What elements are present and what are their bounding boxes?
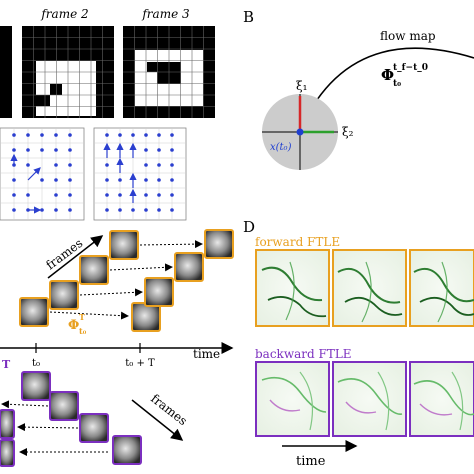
frame-thumbnail xyxy=(112,435,142,465)
frames-arrow-top xyxy=(47,235,104,279)
frame-thumbnail xyxy=(19,297,49,327)
base-point xyxy=(296,128,304,136)
frame-thumbnail xyxy=(21,371,51,401)
panel-b-letter: B xyxy=(243,8,254,26)
ftle-frame xyxy=(409,249,474,327)
frame-thumbnail xyxy=(49,391,79,421)
frame-thumbnail xyxy=(49,280,79,310)
xi1-label: ξ₁ xyxy=(296,79,307,93)
svg-text:T: T xyxy=(79,312,85,322)
ftle-frame xyxy=(332,249,407,327)
panel-b: B flow map Φ t_f−t_0 t₀ ξ₁ ξ₂ x(t₀) xyxy=(243,8,474,170)
svg-text:Φ: Φ xyxy=(381,66,394,84)
frame-stack-top xyxy=(19,229,234,332)
vector-field-right xyxy=(93,127,187,221)
tick-t0T-label: t₀ + T xyxy=(125,358,155,369)
xi2-label: ξ₂ xyxy=(342,125,354,139)
frames-label-bottom: frames xyxy=(148,391,190,428)
time-axis-label: time xyxy=(193,347,220,361)
flow-map-label: flow map xyxy=(380,29,436,43)
frame-3-label: frame 3 xyxy=(141,7,190,21)
svg-text:t₀: t₀ xyxy=(393,79,401,89)
frame-thumbnail xyxy=(109,230,139,260)
frame-thumbnail xyxy=(79,413,109,443)
vector-arrows xyxy=(103,142,137,203)
backward-ftle-label: backward FTLE xyxy=(255,347,352,361)
panel-a: frame 2 frame 3 xyxy=(0,7,215,221)
ftle-frame xyxy=(332,361,407,437)
svg-text:Φ: Φ xyxy=(68,318,79,333)
svg-text:t_f−t_0: t_f−t_0 xyxy=(393,63,428,73)
phi-T-operator: Φ T t₀ xyxy=(68,312,87,336)
frames-arrow-bottom xyxy=(131,399,184,441)
forward-ftle-label: forward FTLE xyxy=(255,235,340,249)
frame-thumbnail xyxy=(79,255,109,285)
frame-stack-bottom xyxy=(0,371,142,467)
vector-dots xyxy=(12,133,72,212)
ftle-frame xyxy=(255,249,330,327)
panel-d: D forward FTLE backward FTLE xyxy=(243,218,474,469)
svg-text:t₀: t₀ xyxy=(79,326,87,336)
vector-arrows xyxy=(10,153,42,214)
frame-2-label: frame 2 xyxy=(40,7,88,21)
frame-thumbnail xyxy=(204,229,234,259)
panel-d-letter: D xyxy=(243,218,255,236)
ftle-frame xyxy=(255,361,330,437)
frame-thumbnail xyxy=(174,252,204,282)
ftle-frame xyxy=(409,361,474,437)
backward-ftle-row xyxy=(255,361,474,437)
frame-thumbnail xyxy=(144,277,174,307)
forward-ftle-row xyxy=(255,249,474,327)
vector-field-left xyxy=(0,127,85,221)
mapping-arrows-bottom xyxy=(1,400,108,456)
frame-3-grid xyxy=(123,26,215,118)
tick-t0-label: t₀ xyxy=(32,358,40,369)
flow-map-operator: Φ t_f−t_0 t₀ xyxy=(381,63,428,89)
frame-1-grid xyxy=(0,26,12,118)
frame-thumbnail xyxy=(131,302,161,332)
frame-2-grid xyxy=(22,26,114,118)
panel-c: frames Φ T t₀ t₀ t₀ + T xyxy=(0,229,234,467)
frame-thumbnail xyxy=(0,409,15,439)
partial-T-label: T xyxy=(2,358,11,371)
x-t0-label: x(t₀) xyxy=(270,142,292,153)
vector-dots xyxy=(105,133,174,212)
mapping-arrows-top xyxy=(49,240,203,320)
time-label-d: time xyxy=(296,454,326,469)
frame-thumbnail xyxy=(0,439,15,467)
